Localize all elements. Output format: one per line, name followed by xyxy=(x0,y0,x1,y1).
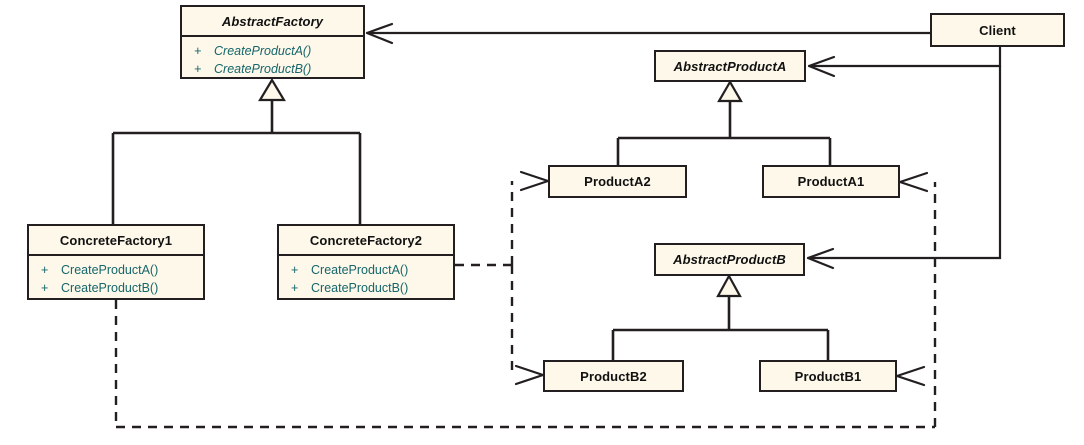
member-visibility: + xyxy=(194,62,202,77)
generalization-producta-to-abstractproducta xyxy=(616,79,832,165)
association-client-to-abstractfactory xyxy=(365,22,930,45)
class-box-abstract-product-a[interactable]: AbstractProductA xyxy=(654,50,806,82)
member-row: + CreateProductA() xyxy=(285,261,447,279)
class-compartment-divider xyxy=(182,35,363,37)
association-client-to-abstractproductb xyxy=(806,66,1002,270)
member-visibility: + xyxy=(41,281,49,296)
member-visibility: + xyxy=(41,263,49,277)
member-signature: CreateProductA() xyxy=(61,263,159,277)
generalization-concretefactories-to-abstractfactory xyxy=(111,77,362,224)
class-members-concrete-factory-2: + CreateProductA() + CreateProductB() xyxy=(279,256,453,303)
member-row: + CreateProductA() xyxy=(35,261,197,279)
member-visibility: + xyxy=(291,263,299,277)
class-box-product-b1[interactable]: ProductB1 xyxy=(759,360,897,392)
dependency-concretefactory2-to-products xyxy=(455,170,550,386)
class-box-product-a2[interactable]: ProductA2 xyxy=(548,165,687,198)
class-box-abstract-factory[interactable]: AbstractFactory + CreateProductA() + Cre… xyxy=(180,5,365,79)
class-title-abstract-factory: AbstractFactory xyxy=(221,14,324,29)
class-title-product-a2: ProductA2 xyxy=(584,174,651,189)
class-box-concrete-factory-2[interactable]: ConcreteFactory2 + CreateProductA() + Cr… xyxy=(277,224,455,300)
class-box-client[interactable]: Client xyxy=(930,13,1065,47)
member-visibility: + xyxy=(194,44,202,58)
class-members-abstract-factory: + CreateProductA() + CreateProductB() xyxy=(182,37,363,84)
member-row: + CreateProductB() xyxy=(35,279,197,297)
member-row: + CreateProductA() xyxy=(188,42,357,60)
member-signature: CreateProductA() xyxy=(311,263,409,277)
class-title-abstract-product-b: AbstractProductB xyxy=(673,252,786,267)
member-signature: CreateProductA() xyxy=(214,44,312,58)
class-title-concrete-factory-1: ConcreteFactory1 xyxy=(59,233,173,248)
member-signature: CreateProductB() xyxy=(61,281,159,296)
class-title-abstract-product-a: AbstractProductA xyxy=(673,58,787,74)
class-title-concrete-factory-2: ConcreteFactory2 xyxy=(309,233,423,248)
dependency-concretefactory1-to-products xyxy=(114,171,937,429)
class-title-product-b2: ProductB2 xyxy=(580,368,647,384)
generalization-productb-to-abstractproductb xyxy=(611,273,830,360)
member-row: + CreateProductB() xyxy=(188,60,357,78)
class-title-client: Client xyxy=(979,22,1016,38)
class-box-concrete-factory-1[interactable]: ConcreteFactory1 + CreateProductA() + Cr… xyxy=(27,224,205,300)
class-title-product-a1: ProductA1 xyxy=(797,174,865,189)
class-box-abstract-product-b[interactable]: AbstractProductB xyxy=(654,243,805,276)
class-box-product-b2[interactable]: ProductB2 xyxy=(543,360,684,392)
member-signature: CreateProductB() xyxy=(311,281,409,296)
class-title-product-b1: ProductB1 xyxy=(794,368,862,384)
association-client-to-abstractproducta xyxy=(807,47,1002,78)
member-visibility: + xyxy=(291,281,299,296)
class-members-concrete-factory-1: + CreateProductA() + CreateProductB() xyxy=(29,256,203,303)
class-box-product-a1[interactable]: ProductA1 xyxy=(762,165,900,198)
member-row: + CreateProductB() xyxy=(285,279,447,297)
class-compartment-divider xyxy=(29,254,203,256)
class-compartment-divider xyxy=(279,254,453,256)
member-signature: CreateProductB() xyxy=(214,62,312,77)
